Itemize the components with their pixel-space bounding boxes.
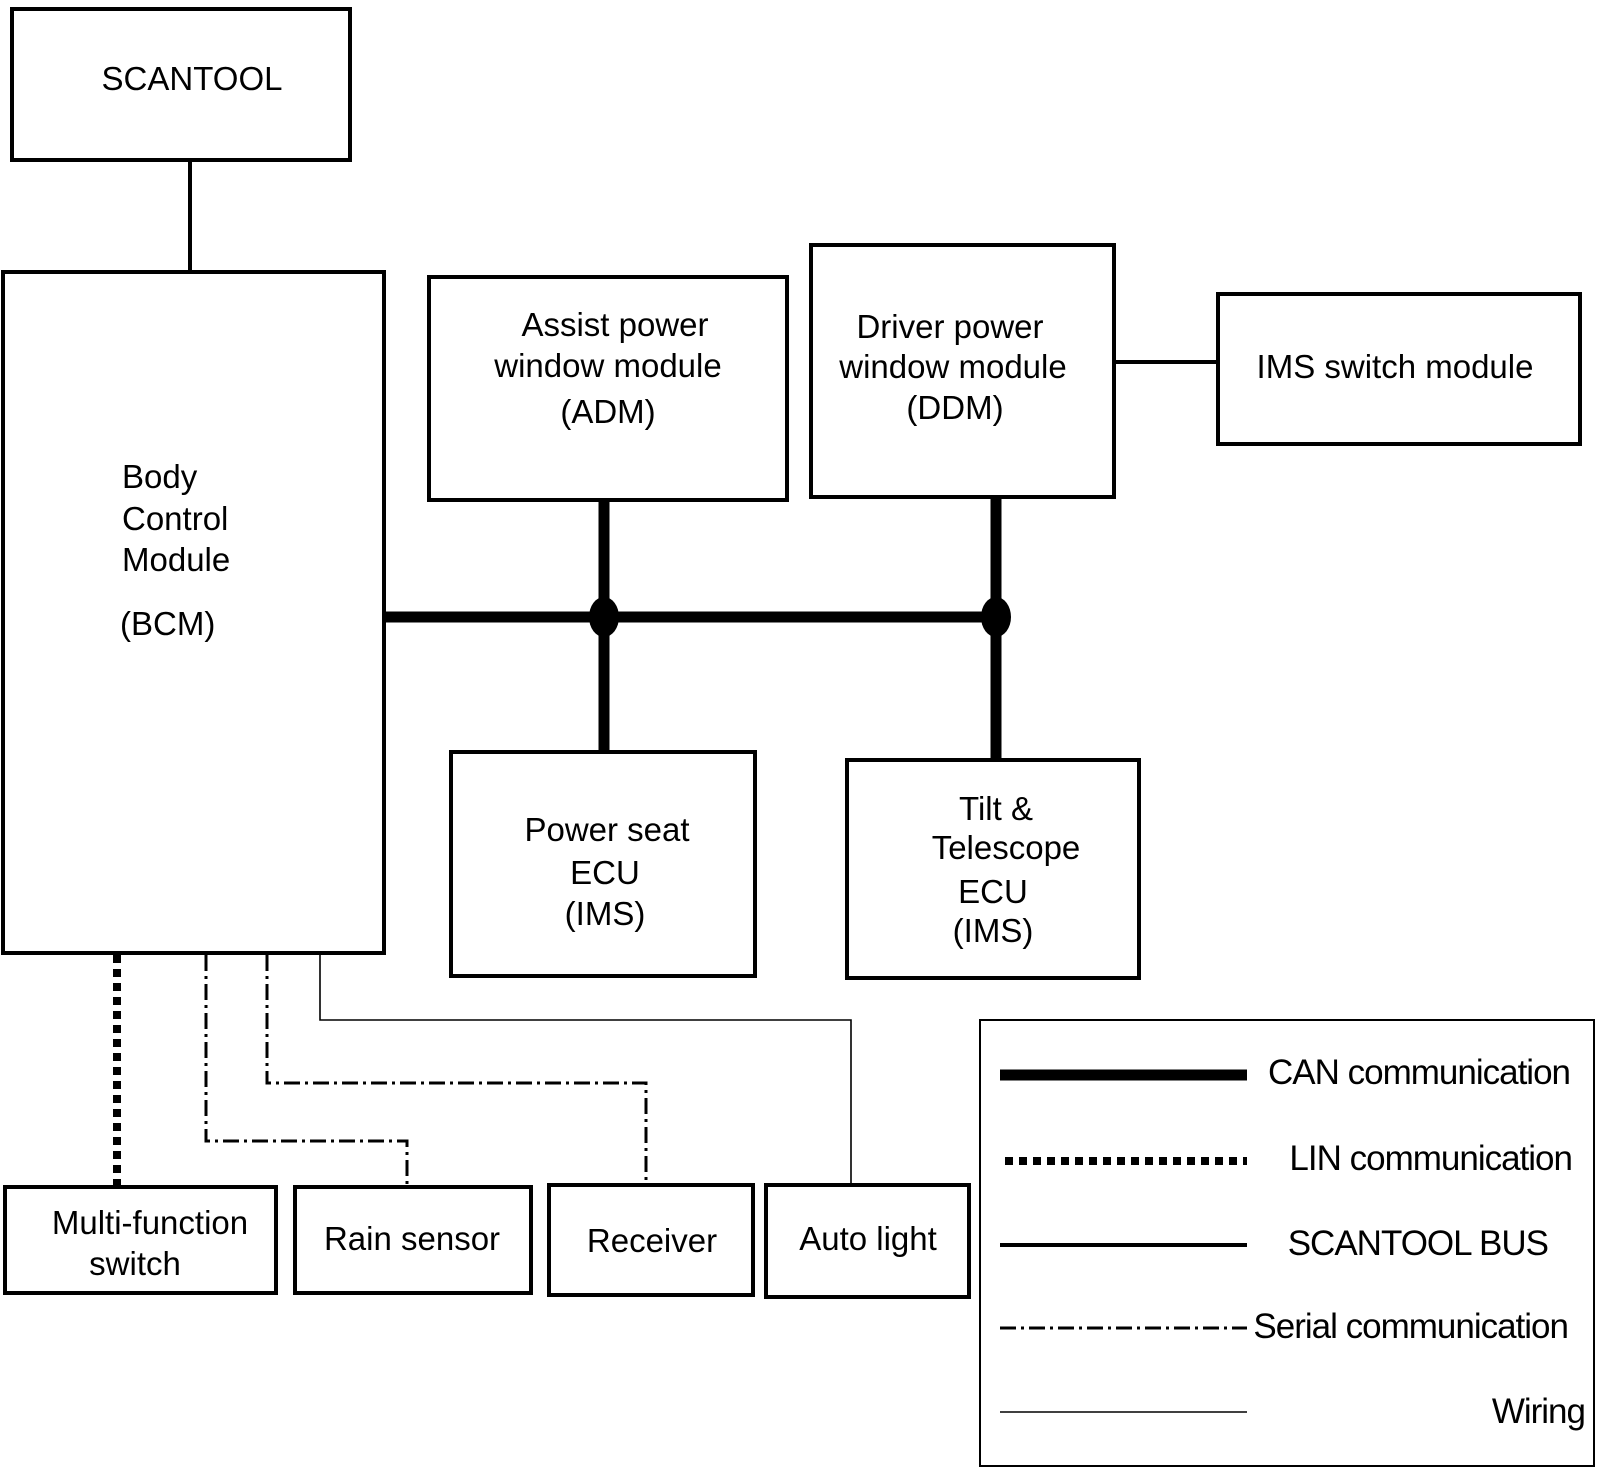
scantool-box xyxy=(10,7,352,162)
bcm-label-line: Control xyxy=(122,500,228,537)
multifunction-label-line: Multi-function xyxy=(52,1204,248,1241)
legend-serial-label: Serial communication xyxy=(1253,1307,1568,1346)
tilt-label-line: Tilt & xyxy=(959,790,1033,827)
power-seat-label-line: ECU xyxy=(570,854,640,891)
receiver-box xyxy=(547,1183,755,1297)
receiver-label: Receiver xyxy=(587,1222,717,1259)
legend-lin-label: LIN communication xyxy=(1289,1139,1572,1178)
serial-line-receiver xyxy=(265,955,648,1185)
ddm-label-line: window module xyxy=(838,348,1066,385)
power-seat-label-line: (IMS) xyxy=(565,895,646,932)
tilt-label-line: ECU xyxy=(958,873,1028,910)
legend-scantool-label: SCANTOOL BUS xyxy=(1288,1224,1548,1263)
serial-line-rain xyxy=(204,955,409,1187)
bcm-label-line: (BCM) xyxy=(120,605,215,642)
adm-label-line: (ADM) xyxy=(560,393,655,430)
ims-switch-label: IMS switch module xyxy=(1257,348,1534,385)
auto-light-box xyxy=(764,1183,971,1299)
tilt-telescope-box xyxy=(845,758,1141,980)
multifunction-switch-box xyxy=(3,1185,278,1295)
adm-label-line: Assist power xyxy=(521,306,708,343)
ddm-box xyxy=(809,243,1116,499)
scantool-label: SCANTOOL xyxy=(102,60,283,97)
tilt-label-line: (IMS) xyxy=(953,912,1034,949)
ims-switch-box xyxy=(1216,292,1582,446)
rain-sensor-label: Rain sensor xyxy=(324,1220,500,1257)
multifunction-label-line: switch xyxy=(89,1245,181,1282)
wiring-line-autolight xyxy=(319,955,852,1185)
bcm-box xyxy=(1,270,386,955)
bcm-label-line: Module xyxy=(122,541,230,578)
rain-sensor-box xyxy=(293,1185,533,1295)
adm-label-line: window module xyxy=(493,347,721,384)
adm-box xyxy=(427,275,789,502)
can-junction-node xyxy=(589,597,619,637)
legend-can-label: CAN communication xyxy=(1268,1053,1570,1092)
power-seat-label-line: Power seat xyxy=(524,811,689,848)
power-seat-box xyxy=(449,750,757,978)
ddm-label-line: (DDM) xyxy=(906,389,1003,426)
tilt-label-line: Telescope xyxy=(932,829,1081,866)
ddm-label-line: Driver power xyxy=(856,308,1043,345)
bcm-label-line: Body xyxy=(122,458,198,495)
legend-wiring-label: Wiring xyxy=(1492,1392,1585,1431)
auto-light-label: Auto light xyxy=(799,1220,937,1257)
can-junction-node xyxy=(981,597,1011,637)
